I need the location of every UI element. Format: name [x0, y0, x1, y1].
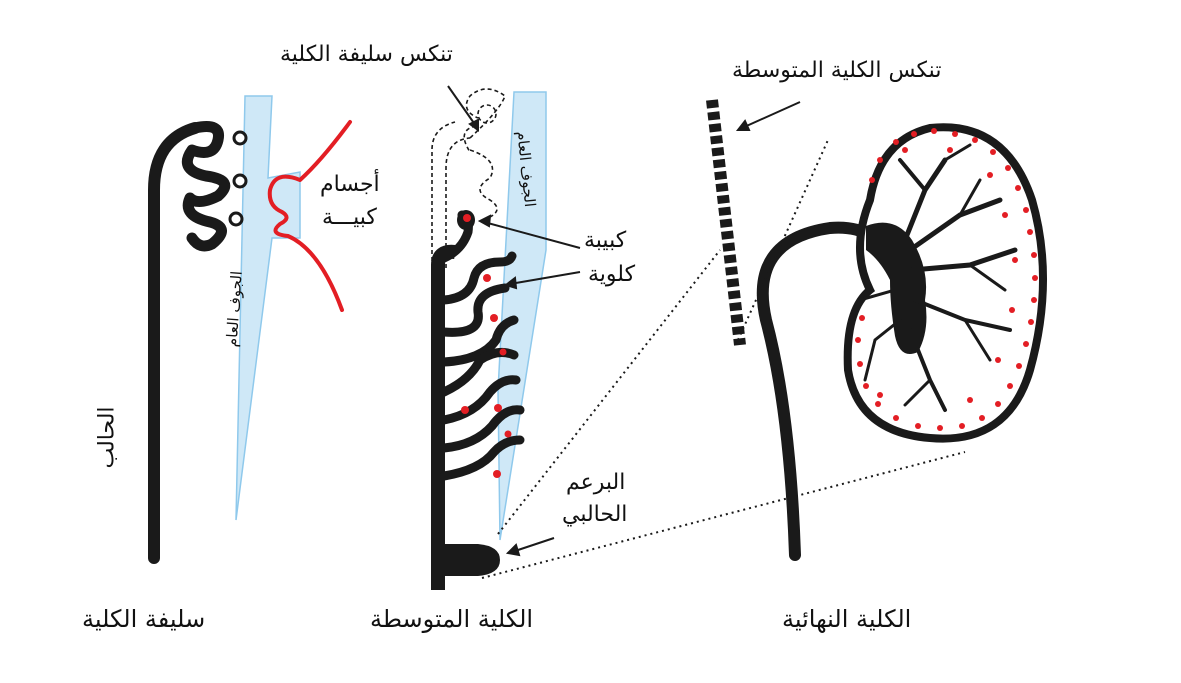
mesonephric-glomeruli: [461, 214, 512, 478]
renal-glomerulus-label-line1: كبيبة: [584, 228, 627, 253]
metanephros: [706, 99, 1047, 561]
renal-pelvis: [866, 222, 927, 354]
degenerating-pronephros: [431, 88, 506, 268]
pronephros-degeneration-label: تنكس سليفة الكلية: [280, 42, 453, 67]
ureter: [756, 221, 876, 561]
zoom-lines: [481, 139, 966, 579]
glomeruli-label-line2: كبيـــة: [322, 205, 377, 230]
glomeruli-label-line1: أجسام: [320, 172, 380, 197]
pointer-lines: [447, 85, 801, 557]
pronephric-duct: [148, 122, 201, 564]
nephrostome: [228, 211, 244, 227]
nephrostome: [232, 173, 248, 189]
pronephric-tubules: [181, 121, 231, 252]
pronephros: [148, 95, 352, 564]
pronephros-coelom: [235, 95, 301, 521]
nephrostome: [232, 130, 248, 146]
external-glomerulus-vessel: [267, 120, 352, 312]
renal-glomerulus-label-line2: كلوية: [588, 262, 636, 287]
mesonephros-coelom: [497, 91, 547, 541]
mesonephros: [431, 88, 547, 590]
ureteric-bud-label-line1: البرعم: [566, 470, 626, 495]
ureteric-bud-label-line2: الحالبي: [562, 502, 628, 527]
metanephros-title: الكلية النهائية: [782, 605, 912, 633]
collecting-ducts: [858, 143, 1018, 412]
degenerating-mesonephros: [706, 99, 746, 346]
mesonephros-degeneration-label: تنكس الكلية المتوسطة: [732, 58, 942, 83]
ureter-label: الحالب: [94, 406, 120, 469]
pronephros-title: سليفة الكلية: [82, 605, 206, 633]
mesonephros-title: الكلية المتوسطة: [370, 605, 534, 633]
kidney-vessels: [855, 128, 1038, 431]
ureteric-bud: [444, 544, 500, 576]
kidney-outline: [843, 123, 1047, 443]
